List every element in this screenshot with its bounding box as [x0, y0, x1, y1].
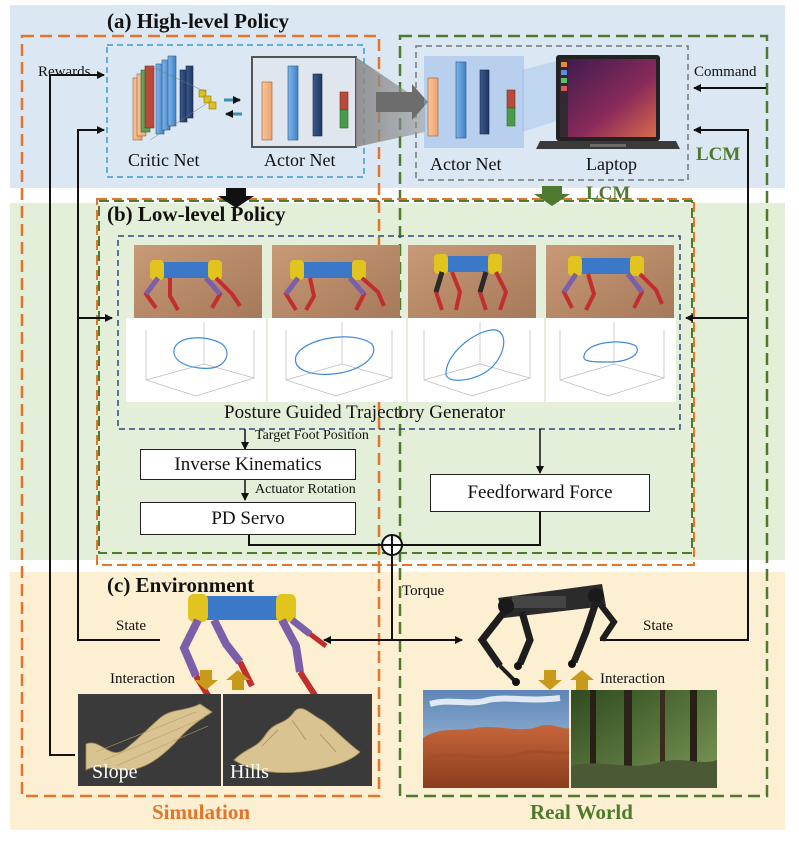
interaction-up-arrow-right [570, 670, 594, 690]
actor-net-label: Actor Net [264, 150, 336, 170]
trajectory-plot-3 [408, 318, 544, 402]
posture-snapshot-4 [546, 245, 674, 318]
real-world-region [398, 34, 769, 798]
trajectory-plot-2 [268, 318, 406, 402]
lcm-down-arrow [534, 186, 570, 206]
feedforward-force-box: Feedforward Force [430, 474, 650, 512]
low-level-title: (b) Low-level Policy [107, 202, 286, 226]
actor-net-icon [261, 65, 349, 141]
interaction-right-label: Interaction [600, 671, 665, 687]
torque-label: Torque [402, 583, 445, 599]
desert-terrain-image [423, 690, 570, 788]
lcm-center-label: LCM [586, 183, 631, 204]
critic-net-label: Critic Net [128, 150, 200, 170]
low-level-region [96, 198, 695, 566]
posture-snapshot-3 [408, 245, 536, 318]
policy-down-arrow [218, 188, 254, 208]
forest-terrain-image [571, 690, 717, 788]
interaction-down-arrow-left [194, 670, 218, 690]
target-foot-label: Target Foot Position [255, 428, 369, 443]
slope-label: Slope [92, 761, 138, 783]
laptop-label: Laptop [586, 154, 637, 174]
pd-servo-box: PD Servo [140, 502, 356, 535]
command-label: Command [694, 64, 757, 80]
trajectory-plot-4 [546, 318, 676, 402]
high-level-title: (a) High-level Policy [107, 9, 289, 33]
transfer-arrow [376, 84, 428, 120]
state-left-line [77, 314, 160, 641]
actuator-rotation-label: Actuator Rotation [255, 482, 356, 497]
deployed-actor-net-icon [424, 56, 560, 148]
environment-title: (c) Environment [107, 573, 255, 597]
lcm-right-label: LCM [696, 144, 741, 165]
interaction-down-arrow-right [538, 670, 562, 690]
rewards-line [49, 71, 105, 756]
real-world-label: Real World [530, 800, 633, 824]
generator-label: Posture Guided Trajectory Generator [224, 402, 506, 423]
interaction-up-arrow-left [226, 670, 250, 690]
laptop-icon [536, 55, 680, 149]
deployed-actor-net-label: Actor Net [430, 154, 502, 174]
hills-label: Hills [230, 761, 269, 783]
posture-snapshot-2 [272, 245, 400, 318]
state-right-upper-line [693, 126, 749, 318]
interaction-left-label: Interaction [110, 671, 175, 687]
low-level-inner-region [98, 200, 693, 554]
hills-terrain-image [223, 694, 372, 786]
slope-terrain-image [78, 694, 221, 786]
inverse-kinematics-box: Inverse Kinematics [140, 449, 356, 480]
rewards-label: Rewards [38, 64, 91, 80]
simulated-robot-icon [179, 594, 328, 704]
simulation-label: Simulation [152, 800, 251, 824]
real-robot-icon [477, 584, 618, 686]
pd-to-sum-line [248, 533, 382, 546]
state-right-line [600, 314, 749, 641]
state-left-upper-line [77, 126, 105, 318]
state-right-label: State [643, 618, 673, 634]
trajectory-plot-1 [126, 318, 266, 402]
trajectory-generator-box [117, 235, 681, 430]
ff-to-sum-line [402, 510, 541, 546]
critic-net-icon [132, 55, 217, 141]
posture-snapshot-1 [134, 245, 262, 318]
simulation-region [20, 34, 381, 798]
state-left-label: State [116, 618, 146, 634]
